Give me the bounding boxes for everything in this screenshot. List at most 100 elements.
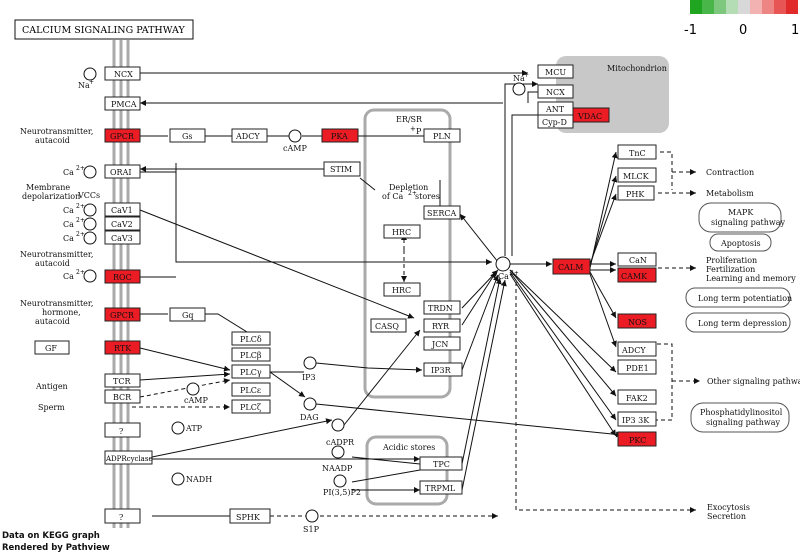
- gene-pln[interactable]: [423, 128, 461, 143]
- ltp-pathway-link[interactable]: [685, 287, 791, 308]
- gene-nos[interactable]: [617, 313, 657, 329]
- legend-mid-label: 0: [739, 23, 747, 38]
- metabolite-circles: [171, 129, 347, 523]
- gene-ryr[interactable]: [423, 318, 461, 333]
- gene-gpcr[interactable]: [104, 128, 141, 143]
- gene-trdn[interactable]: [423, 300, 461, 315]
- input-labels: Na + Neurotransmitter, autacoid Ca 2+ Me…: [20, 72, 529, 412]
- gene-label: ADCY: [621, 346, 646, 355]
- gene-camk[interactable]: [617, 267, 657, 283]
- gene-ip3-3k[interactable]: [617, 411, 657, 427]
- gene-label: MCU: [545, 68, 566, 77]
- legend-min-label: -1: [684, 23, 697, 38]
- gene-adcy-2[interactable]: [617, 341, 657, 357]
- gene-bcr[interactable]: [104, 389, 141, 404]
- svg-text:Depletion: Depletion: [389, 183, 428, 192]
- outcome-label: Contraction: [706, 168, 754, 177]
- gene-serca[interactable]: [423, 205, 461, 220]
- gene-hrc-1[interactable]: [383, 224, 421, 239]
- gene-label: NCX: [546, 88, 565, 97]
- gene-cav1[interactable]: [104, 202, 141, 217]
- gene-tcr[interactable]: [104, 373, 141, 388]
- gene-tpc[interactable]: [419, 456, 463, 471]
- gene-vdac[interactable]: [572, 107, 610, 123]
- gene-roc[interactable]: [104, 269, 141, 284]
- gene-ncx-mito[interactable]: [537, 84, 574, 99]
- ca-label: Ca: [63, 220, 74, 229]
- gene-label: CAMK: [621, 272, 648, 281]
- outcome-label: Exocytosis: [707, 503, 750, 512]
- gene-label: STIM: [330, 165, 352, 174]
- gene-ip3r[interactable]: [423, 362, 463, 377]
- pi3k-pathway-link[interactable]: [690, 402, 790, 433]
- gene-orai[interactable]: [104, 164, 141, 179]
- gene-label: ADPRcyclase: [105, 455, 153, 463]
- gene-gs[interactable]: [169, 128, 206, 143]
- svg-text:+: +: [524, 72, 529, 79]
- input-label: Neurotransmitter,: [20, 250, 93, 259]
- gene-label: RTK: [114, 344, 132, 353]
- svg-text:2+: 2+: [76, 217, 85, 224]
- gene-sphk[interactable]: [229, 508, 271, 524]
- gene-label: PLCβ: [240, 351, 262, 360]
- gene-gpcr-2[interactable]: [104, 307, 141, 322]
- gene-gq[interactable]: [169, 307, 206, 322]
- gene-adpr-cyclase[interactable]: [104, 450, 153, 465]
- gene-phk[interactable]: [617, 185, 655, 201]
- gene-pde1[interactable]: [617, 359, 657, 375]
- gene-unknown-2[interactable]: [104, 508, 141, 524]
- er-compartment: [363, 108, 452, 399]
- gene-label: ADCY: [235, 132, 260, 141]
- outcome-label: Proliferation: [706, 256, 757, 265]
- gene-plce[interactable]: [231, 382, 271, 397]
- svg-text:ATP: ATP: [185, 424, 203, 433]
- gene-pka[interactable]: [321, 128, 359, 143]
- gene-can[interactable]: [617, 252, 657, 267]
- gene-trpml[interactable]: [419, 480, 463, 495]
- gene-jcn[interactable]: [423, 336, 461, 351]
- gene-pmca[interactable]: [104, 96, 141, 111]
- legend-swatch: [750, 0, 762, 14]
- gene-stim[interactable]: [323, 161, 361, 177]
- gene-mcu[interactable]: [537, 64, 574, 79]
- gene-rtk[interactable]: [104, 340, 141, 355]
- gene-label: HRC: [392, 228, 411, 237]
- mapk-pathway-link[interactable]: [698, 202, 782, 233]
- gf-box: [34, 340, 70, 355]
- title-box: [14, 19, 194, 40]
- gene-calm[interactable]: [552, 258, 591, 275]
- gene-label: ANT: [545, 105, 565, 114]
- gene-label: NOS: [628, 318, 647, 327]
- gene-plcd[interactable]: [231, 331, 271, 346]
- svg-text:Phosphatidylinositol: Phosphatidylinositol: [700, 408, 783, 417]
- outcomes: Contraction Metabolism MAPK signaling pa…: [685, 168, 800, 521]
- svg-text:IP3: IP3: [302, 373, 316, 382]
- apoptosis-pathway-link[interactable]: [709, 233, 772, 252]
- svg-text:2+: 2+: [510, 270, 519, 277]
- svg-text:cAMP: cAMP: [283, 144, 307, 153]
- gene-ncx[interactable]: [104, 66, 141, 81]
- gene-label: PDE1: [626, 364, 649, 373]
- gene-fak2[interactable]: [617, 389, 657, 405]
- gene-tnc[interactable]: [617, 144, 657, 160]
- gene-label: PKC: [629, 436, 646, 445]
- ltd-pathway-link[interactable]: [685, 312, 791, 333]
- gene-unknown-1[interactable]: [104, 422, 141, 438]
- legend-swatch: [774, 0, 786, 14]
- gene-cav2[interactable]: [104, 216, 141, 231]
- svg-text:PI(3,5)P2: PI(3,5)P2: [323, 488, 361, 497]
- gene-casq[interactable]: [370, 318, 407, 333]
- gene-plcg[interactable]: [231, 364, 271, 379]
- gene-adcy[interactable]: [231, 128, 268, 143]
- input-label: autacoid: [35, 317, 70, 326]
- gene-plcb[interactable]: [231, 347, 271, 362]
- gene-plcz[interactable]: [231, 399, 271, 414]
- gene-label: PLCζ: [240, 403, 262, 412]
- plasma-membrane: [112, 40, 130, 528]
- gene-pkc[interactable]: [617, 431, 657, 447]
- svg-text:cADPR: cADPR: [326, 438, 355, 447]
- gene-hrc-2[interactable]: [383, 282, 421, 297]
- gene-mlck[interactable]: [617, 167, 657, 183]
- svg-text:stores: stores: [415, 192, 440, 201]
- gene-cav3[interactable]: [104, 230, 141, 245]
